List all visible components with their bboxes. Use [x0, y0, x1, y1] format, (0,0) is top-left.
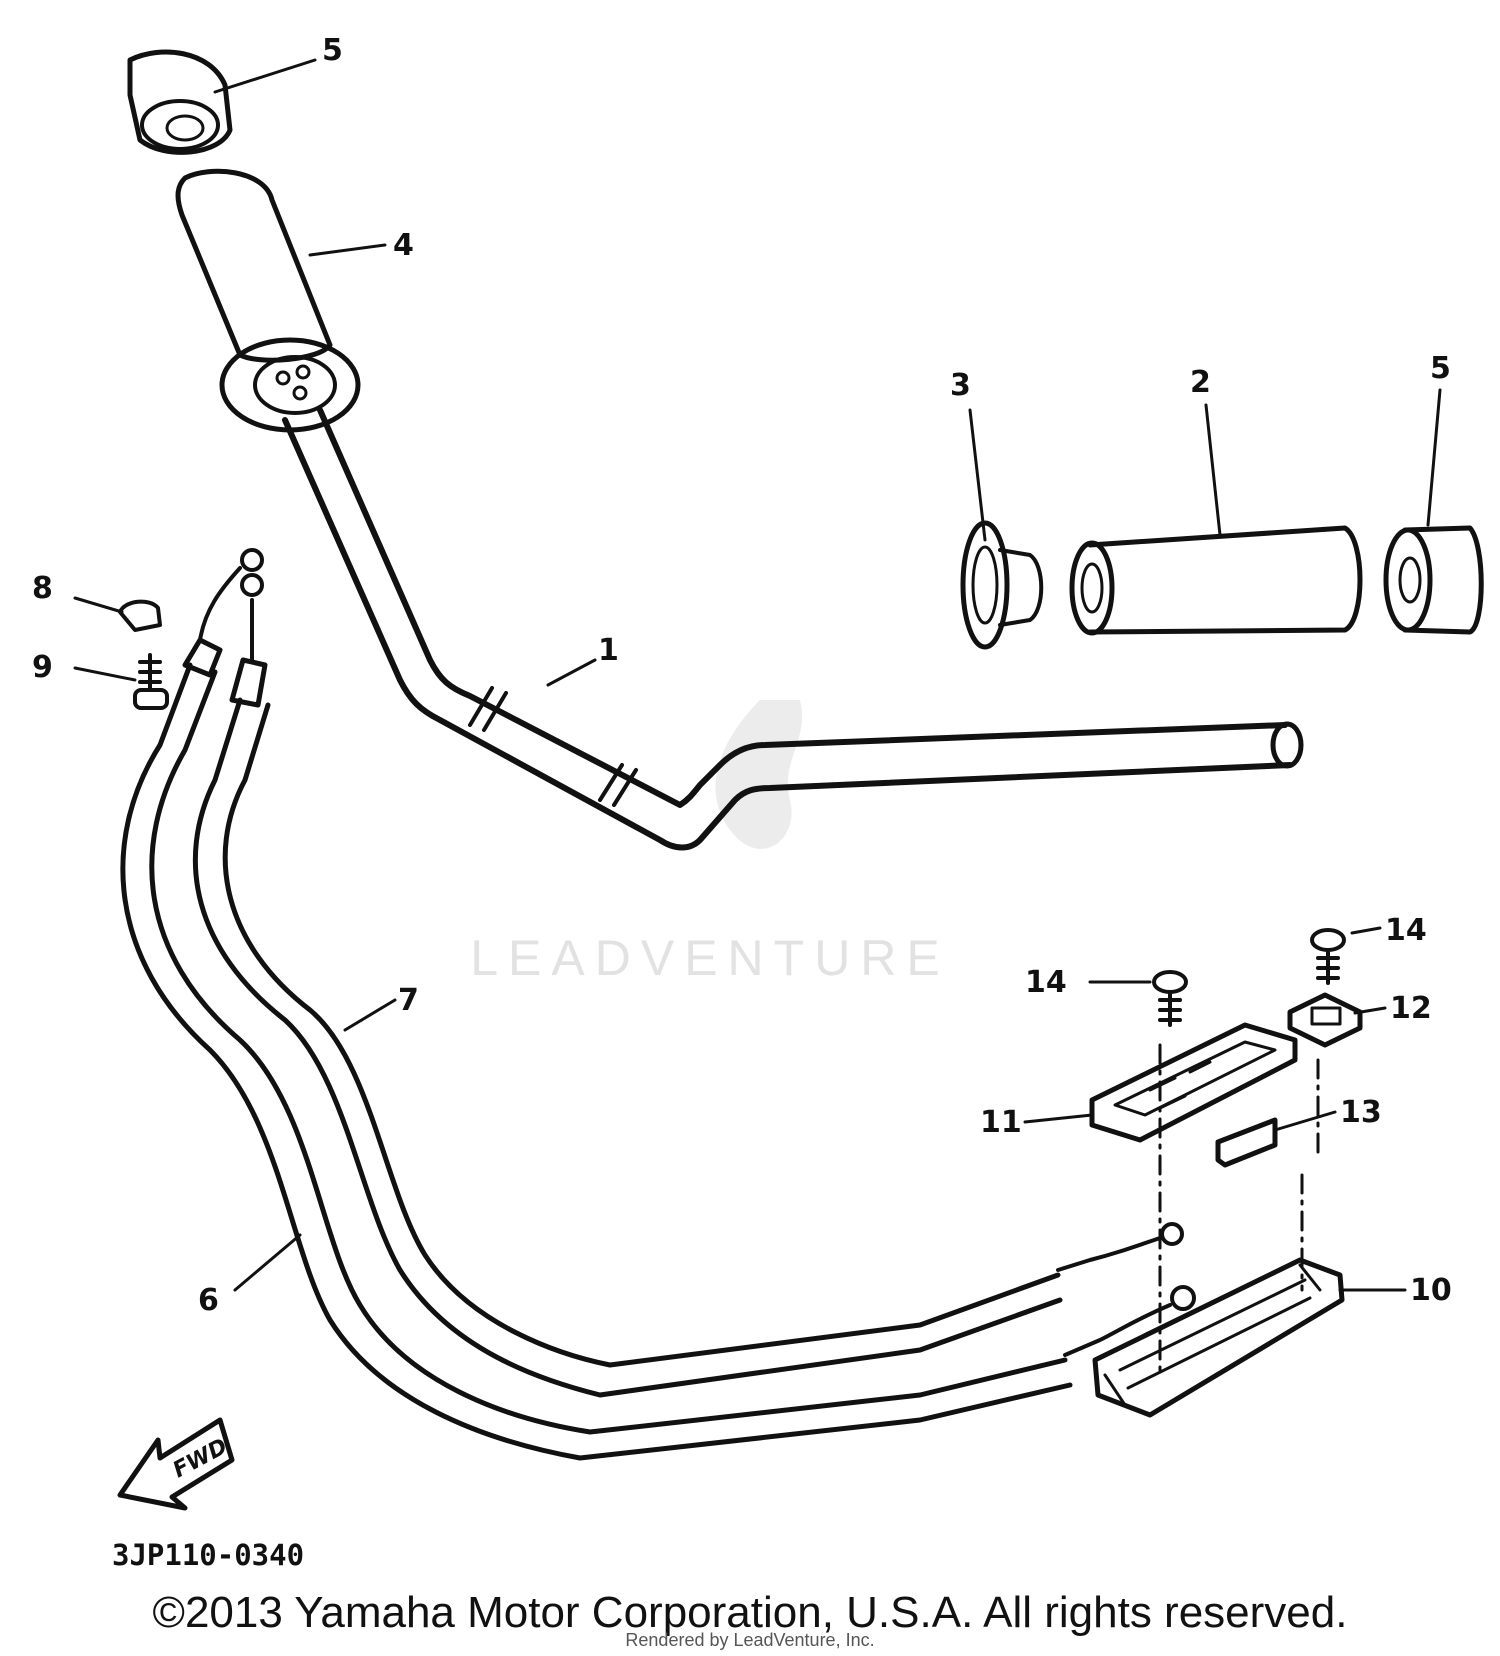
drawing-code: 3JP110-0340 [112, 1538, 304, 1572]
bar-end-cap-right [1383, 525, 1484, 635]
callout-7: 7 [398, 983, 419, 1018]
callout-3: 3 [950, 368, 971, 403]
alignment-lines [1158, 1043, 1320, 1372]
cable-7 [192, 573, 1184, 1398]
screw-right [1310, 928, 1346, 985]
bar-end-cap-top [127, 49, 233, 155]
cable-clamp [118, 599, 162, 632]
callout-5-right: 5 [1430, 351, 1451, 386]
housing-plate [1287, 992, 1363, 1048]
watermark-text: LEADVENTURE [470, 930, 950, 986]
callout-1: 1 [598, 633, 619, 668]
handlebar [282, 407, 1304, 851]
callout-9: 9 [32, 650, 53, 685]
right-grip [1069, 525, 1363, 636]
callout-5-top: 5 [322, 33, 343, 68]
fwd-label: FWD [169, 1434, 232, 1483]
callout-8: 8 [32, 571, 53, 606]
callout-12: 12 [1390, 991, 1432, 1026]
throttle-flange [960, 520, 1044, 650]
cable-guide [1215, 1117, 1278, 1168]
callout-11: 11 [980, 1105, 1022, 1140]
clamp-screw [133, 653, 169, 710]
throttle-housing-upper [1089, 1022, 1298, 1143]
left-grip [175, 168, 361, 433]
callout-14-left: 14 [1025, 965, 1067, 1000]
callout-14-right: 14 [1385, 913, 1427, 948]
callout-6: 6 [198, 1283, 219, 1318]
watermark: LEADVENTURE [470, 700, 950, 986]
cable-6 [120, 548, 1196, 1461]
copyright-notice: ©2013 Yamaha Motor Corporation, U.S.A. A… [152, 1588, 1348, 1637]
callout-13: 13 [1340, 1095, 1382, 1130]
throttle-housing-lower [1092, 1257, 1345, 1418]
callout-4: 4 [393, 228, 414, 263]
rendered-by-credit: Rendered by LeadVenture, Inc. [625, 1630, 875, 1650]
callout-2: 2 [1190, 365, 1211, 400]
screw-left [1152, 970, 1188, 1027]
callout-10: 10 [1410, 1273, 1452, 1308]
leader-lines [73, 58, 1442, 1292]
fwd-arrow: FWD [117, 1417, 235, 1511]
